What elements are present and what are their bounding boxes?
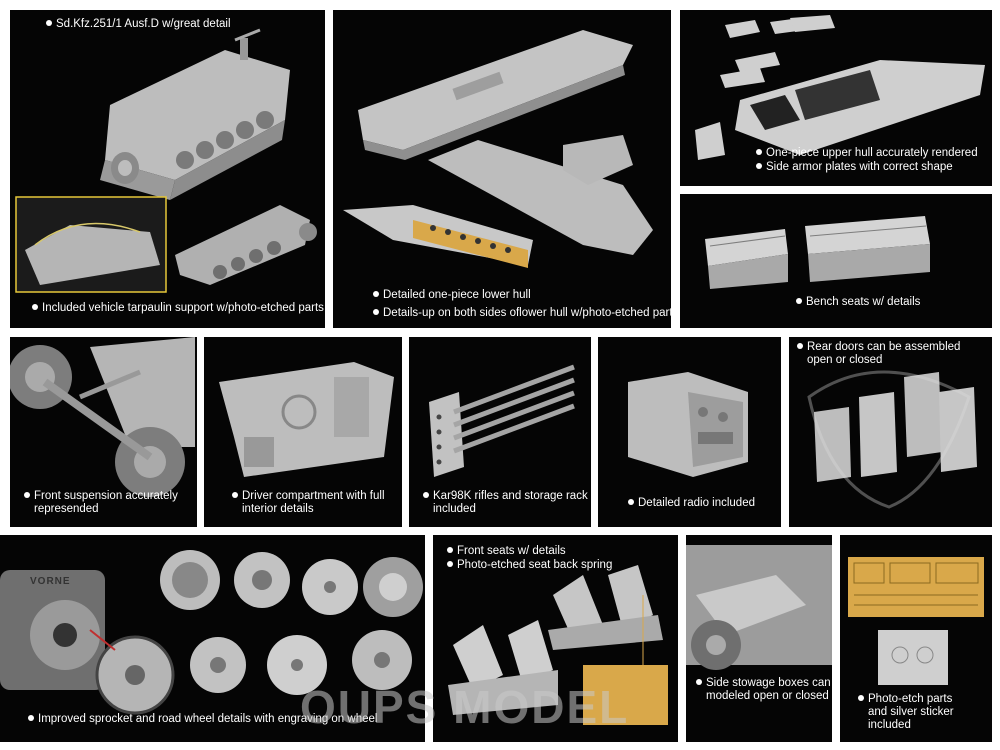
panel-radio: Detailed radio included — [598, 337, 781, 527]
caption-text: Side armor plates with correct shape — [766, 161, 953, 173]
wheel-engraving: VORNE — [30, 576, 71, 587]
panel-lower-hull: Detailed one-piece lower hull Details-up… — [333, 10, 671, 328]
caption-front-seats: Front seats w/ details — [447, 545, 566, 558]
radio-illustration — [628, 372, 748, 477]
panel-vehicle: Sd.Kfz.251/1 Ausf.D w/great detail Inclu… — [10, 10, 325, 328]
panel-front-seats: Front seats w/ details Photo-etched seat… — [433, 535, 678, 742]
caption-text: Details-up on both sides oflower hull w/… — [383, 307, 671, 319]
caption-text: Driver compartment with full — [242, 490, 385, 502]
caption-seat-spring: Photo-etched seat back spring — [447, 559, 612, 572]
caption-text: Improved sprocket and road wheel details… — [38, 713, 378, 725]
caption-text: Detailed radio included — [638, 497, 755, 509]
caption-text: Detailed one-piece lower hull — [383, 289, 531, 301]
caption-tarpaulin: Included vehicle tarpaulin support w/pho… — [32, 302, 324, 315]
caption-wheels: Improved sprocket and road wheel details… — [28, 713, 377, 726]
driver-compartment-illustration — [219, 362, 394, 477]
caption-text: included — [868, 719, 911, 731]
stowage-boxes-illustration — [686, 545, 832, 670]
caption-side-armor: Side armor plates with correct shape — [756, 161, 953, 174]
lower-hull-illustration — [343, 30, 653, 268]
caption-text: Photo-etched seat back spring — [457, 559, 613, 571]
panel-upper-hull: One-piece upper hull accurately rendered… — [680, 10, 992, 186]
caption-text: One-piece upper hull accurately rendered — [766, 147, 978, 159]
caption-text: Front seats w/ details — [457, 545, 566, 557]
panel-stowage-boxes: Side stowage boxes can bemodeled open or… — [686, 535, 832, 742]
caption-text: and silver sticker — [868, 706, 954, 718]
caption-text: Sd.Kfz.251/1 Ausf.D w/great detail — [56, 18, 231, 30]
photo-etch-illustration — [848, 557, 984, 685]
panel-bench-seats: Bench seats w/ details — [680, 194, 992, 328]
upper-hull-illustration — [695, 15, 985, 160]
caption-lower-hull-details: Details-up on both sides oflower hull w/… — [373, 307, 671, 320]
watermark: OUPS MODEL — [300, 681, 630, 733]
rear-doors-illustration — [807, 370, 977, 509]
caption-text: open or closed — [807, 354, 883, 366]
caption-text: Rear doors can be assembled — [807, 341, 961, 353]
caption-text: Photo-etch parts — [868, 693, 953, 705]
vehicle-illustration — [15, 28, 317, 293]
caption-text: Bench seats w/ details — [806, 296, 921, 308]
caption-stowage-boxes: Side stowage boxes can bemodeled open or… — [696, 677, 832, 703]
rifles-illustration — [429, 364, 575, 477]
wheels-illustration — [0, 550, 423, 715]
caption-lower-hull: Detailed one-piece lower hull — [373, 289, 531, 302]
bench-seats-illustration — [705, 216, 930, 289]
caption-text: Included vehicle tarpaulin support w/pho… — [42, 302, 324, 314]
caption-text: modeled open or closed — [706, 690, 829, 702]
caption-text: interior details — [242, 503, 314, 515]
caption-bench-seats: Bench seats w/ details — [796, 296, 920, 309]
caption-text: Front suspension accurately — [34, 490, 178, 502]
front-seats-illustration — [448, 565, 668, 725]
caption-text: Kar98K rifles and storage rack — [433, 490, 588, 502]
caption-text: represended — [34, 503, 99, 515]
panel-wheels: VORNE Improved sprocket and road wheel d… — [0, 535, 425, 742]
caption-upper-hull: One-piece upper hull accurately rendered — [756, 147, 978, 160]
caption-text: included — [433, 503, 476, 515]
caption-text: Side stowage boxes can be — [706, 677, 832, 689]
caption-vehicle-title: Sd.Kfz.251/1 Ausf.D w/great detail — [46, 18, 231, 31]
front-suspension-illustration — [10, 337, 195, 497]
caption-radio: Detailed radio included — [628, 497, 755, 510]
